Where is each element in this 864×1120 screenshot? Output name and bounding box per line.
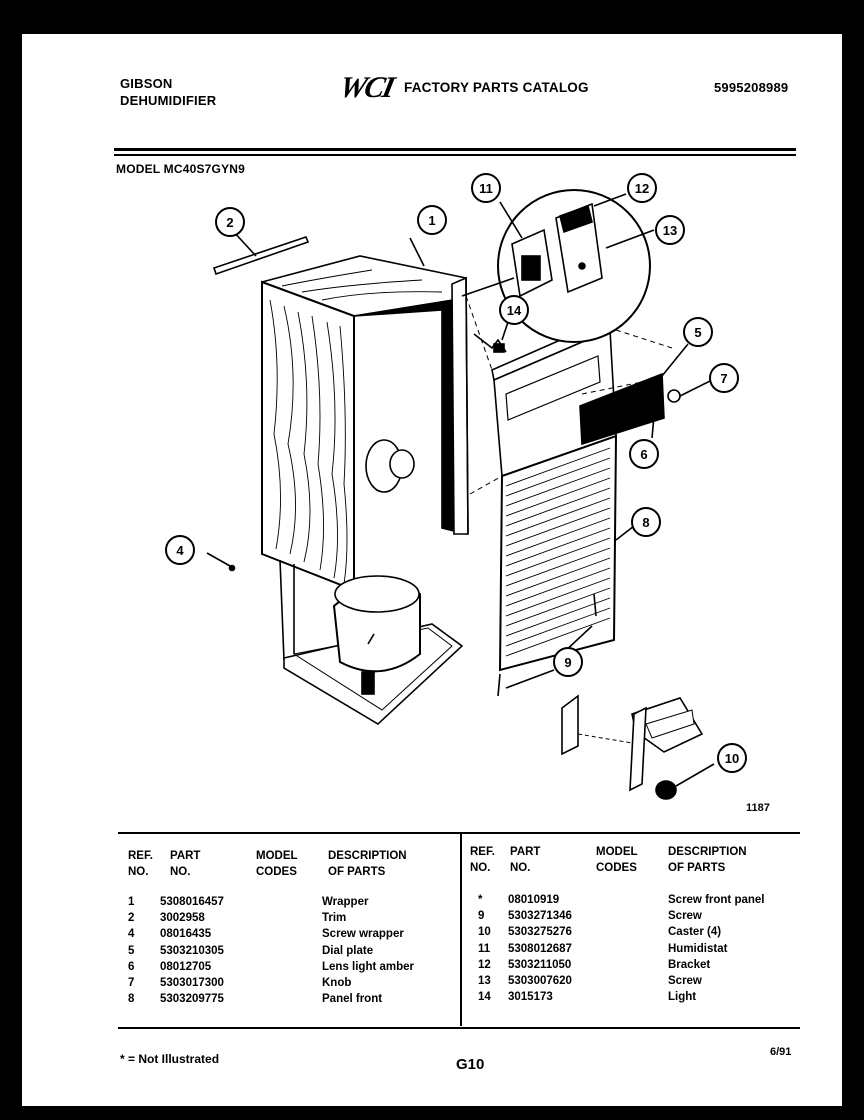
callout-label-6: 6	[640, 447, 647, 462]
table-row: 14	[478, 991, 491, 1004]
callout-leader-1	[409, 237, 425, 267]
left-part-column: 5308016457 3002958 08016435 5303210305 0…	[160, 896, 224, 1006]
callout-13	[655, 215, 685, 245]
callout-label-5: 5	[694, 325, 701, 340]
table-rule-bottom	[118, 1027, 800, 1029]
callout-label-14: 14	[507, 303, 522, 318]
exploded-parts-diagram: 1 2 4 5 6 7 8 9 10 11 12 13 14	[165, 173, 747, 800]
left-ref-column: 1 2 4 5 6 7 8	[128, 894, 134, 1007]
callout-leader-12	[593, 193, 627, 207]
callout-label-9: 9	[564, 655, 571, 670]
callout-label-2: 2	[226, 215, 233, 230]
catalog-sheet: GIBSON DEHUMIDIFIER WCI FACTORY PARTS CA…	[22, 34, 842, 1106]
callout-label-7: 7	[720, 371, 727, 386]
callout-14	[499, 295, 529, 325]
dial-plate-5	[579, 372, 665, 446]
callout-leader-8	[615, 525, 635, 541]
callout-leader-13	[605, 229, 655, 249]
callout-12	[627, 173, 657, 203]
table-row: 5	[128, 944, 135, 957]
table-row: 2	[128, 912, 135, 925]
callout-leader-6	[651, 415, 655, 439]
caster-bracket	[561, 694, 579, 756]
table-row: 6	[128, 960, 135, 973]
brand-name: GIBSON	[120, 76, 173, 91]
left-desc-column: Wrapper Trim Screw wrapper Dial plate Le…	[322, 896, 415, 1006]
callout-label-12: 12	[635, 181, 649, 196]
callout-8	[631, 507, 661, 537]
callout-10	[717, 743, 747, 773]
callout-2	[215, 207, 245, 237]
callout-label-4: 4	[176, 543, 184, 558]
callout-leader-10	[675, 763, 715, 787]
callout-leader-4	[206, 552, 231, 567]
grille-panel	[498, 434, 618, 672]
callout-leader-7	[679, 379, 713, 397]
callout-leader-11	[499, 201, 523, 239]
caster	[361, 671, 375, 695]
callout-4	[165, 535, 195, 565]
callout-7	[709, 363, 739, 393]
table-row: 4	[128, 928, 135, 941]
callout-6	[629, 439, 659, 469]
table-row: 8	[128, 993, 135, 1006]
callout-5	[683, 317, 713, 347]
knob-7	[667, 389, 681, 403]
right-desc-column: Screw front panel Screw Caster (4) Humid…	[668, 894, 765, 1004]
header-rule-bottom	[114, 154, 796, 156]
callout-leader-9a	[505, 669, 555, 689]
header-rule-top	[114, 148, 796, 151]
col-header-ref: REF.NO.	[128, 850, 153, 879]
page-number: G10	[456, 1056, 485, 1073]
callout-label-1: 1	[428, 213, 435, 228]
model-label: MODEL MC40S7GYN9	[116, 162, 246, 176]
figure-number: 1187	[746, 802, 770, 814]
callout-label-10: 10	[725, 751, 739, 766]
callout-11	[471, 173, 501, 203]
fan-motor	[389, 449, 415, 479]
table-row: 7	[128, 977, 135, 990]
callout-label-8: 8	[642, 515, 649, 530]
lens-6	[650, 408, 658, 416]
table-row: 10	[478, 926, 491, 939]
callout-label-11: 11	[479, 181, 493, 196]
table-row: *	[478, 894, 483, 906]
callout-leader-14	[501, 321, 509, 341]
callout-1	[417, 205, 447, 235]
table-divider	[460, 834, 462, 1026]
callout-leader-5	[661, 343, 689, 377]
callout-label-13: 13	[663, 223, 677, 238]
trim-part	[212, 236, 310, 276]
table-rule-top	[118, 832, 800, 834]
not-illustrated-note: * = Not Illustrated	[120, 1052, 220, 1066]
revision-date: 6/91	[770, 1046, 792, 1058]
table-row: 12	[478, 958, 491, 971]
table-row: 13	[478, 975, 491, 988]
wrapper-interior	[353, 297, 467, 536]
catalog-number: 5995208989	[714, 80, 789, 95]
product-name: DEHUMIDIFIER	[120, 93, 217, 108]
right-ref-column: * 9 10 11 12 13 14	[478, 892, 491, 1005]
right-part-column: 08010919 5303271346 5303275276 530801268…	[508, 894, 572, 1004]
table-row: 11	[478, 942, 491, 955]
caster-wheel	[655, 780, 677, 800]
col-header-ref-right: REF.NO.	[470, 846, 495, 875]
catalog-title: FACTORY PARTS CATALOG	[404, 80, 589, 95]
table-row: 9	[478, 910, 485, 923]
table-row: 1	[128, 896, 135, 908]
callout-9	[553, 647, 583, 677]
